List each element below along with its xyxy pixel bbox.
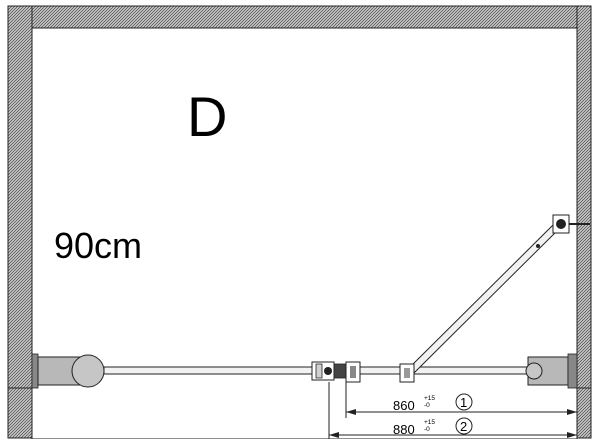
dim-tol-minus-1: -0: [424, 402, 430, 409]
fixed-glass-panel: [103, 366, 315, 375]
dim-value-1: 860: [393, 398, 415, 413]
dim-value-2: 880: [393, 422, 415, 437]
left-wall: [7, 5, 33, 439]
right-wall: [576, 5, 592, 439]
sliding-glass-panel: [359, 366, 529, 375]
top-wall: [7, 5, 592, 29]
dim-tol-minus-2: -0: [424, 426, 430, 433]
right-wall-profile: [525, 353, 578, 389]
center-profile: [311, 361, 361, 383]
dim-marker-2: 2: [460, 419, 467, 434]
dimension-line-1: 860 +15 -0 1: [345, 382, 577, 418]
left-wall-profile: [31, 353, 105, 389]
dimension-line-2: 880 +15 -0 2: [328, 382, 577, 439]
dim-marker-circle-2: [455, 417, 473, 435]
door-letter: D: [187, 85, 227, 148]
dim-tol-plus-1: +15: [424, 395, 435, 402]
hinged-door: [399, 220, 563, 383]
size-label: 90cm: [54, 225, 142, 266]
dim-marker-1: 1: [460, 395, 467, 410]
dim-tol-plus-2: +15: [424, 419, 435, 426]
door-wall-hinge: [552, 214, 590, 234]
dim-marker-circle-1: [455, 393, 473, 411]
